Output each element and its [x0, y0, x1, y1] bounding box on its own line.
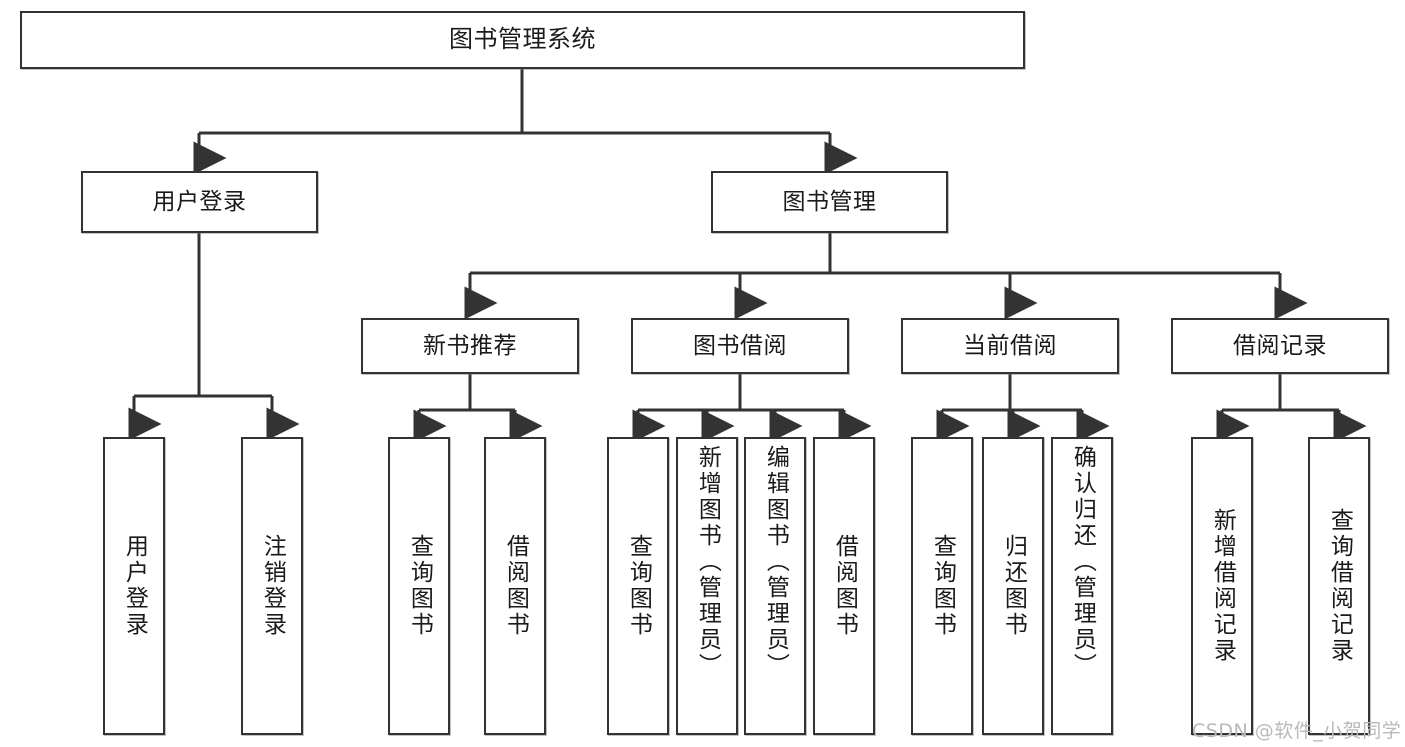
- leaf-query-book-newbook[interactable]: 查询图书: [388, 437, 450, 735]
- node-label: 新增借阅记录: [1209, 508, 1236, 664]
- node-label: 新增图书（管理员）: [694, 445, 721, 679]
- node-label: 查询借阅记录: [1326, 508, 1353, 664]
- node-label: 图书借阅: [693, 332, 787, 359]
- node-label: 确认归还（管理员）: [1069, 445, 1096, 679]
- node-root-system[interactable]: 图书管理系统: [20, 11, 1025, 69]
- leaf-user-login[interactable]: 用户登录: [103, 437, 165, 735]
- node-label: 查询图书: [625, 534, 652, 638]
- node-book-borrow[interactable]: 图书借阅: [631, 318, 849, 374]
- node-label: 查询图书: [406, 534, 433, 638]
- leaf-add-borrow-record[interactable]: 新增借阅记录: [1191, 437, 1253, 735]
- node-label: 归还图书: [1000, 534, 1027, 638]
- csdn-watermark: CSDN @软件_小贺同学: [1192, 720, 1402, 742]
- node-label: 借阅图书: [831, 534, 858, 638]
- node-book-management[interactable]: 图书管理: [711, 171, 948, 233]
- leaf-query-book-current[interactable]: 查询图书: [911, 437, 973, 735]
- node-label: 借阅记录: [1233, 332, 1327, 359]
- node-label: 注销登录: [259, 534, 286, 638]
- node-new-book-recommend[interactable]: 新书推荐: [361, 318, 579, 374]
- node-label: 当前借阅: [963, 332, 1057, 359]
- leaf-borrow-book-newbook[interactable]: 借阅图书: [484, 437, 546, 735]
- leaf-confirm-return-admin[interactable]: 确认归还（管理员）: [1051, 437, 1113, 735]
- leaf-query-borrow-record[interactable]: 查询借阅记录: [1308, 437, 1370, 735]
- leaf-borrow-book[interactable]: 借阅图书: [813, 437, 875, 735]
- leaf-return-book[interactable]: 归还图书: [982, 437, 1044, 735]
- leaf-query-book-borrow[interactable]: 查询图书: [607, 437, 669, 735]
- node-label: 借阅图书: [502, 534, 529, 638]
- node-label: 新书推荐: [423, 332, 517, 359]
- leaf-edit-book-admin[interactable]: 编辑图书（管理员）: [744, 437, 806, 735]
- node-borrow-record[interactable]: 借阅记录: [1171, 318, 1389, 374]
- leaf-logout-login[interactable]: 注销登录: [241, 437, 303, 735]
- node-user-login[interactable]: 用户登录: [81, 171, 318, 233]
- node-label: 查询图书: [929, 534, 956, 638]
- leaf-add-book-admin[interactable]: 新增图书（管理员）: [676, 437, 738, 735]
- node-current-borrow[interactable]: 当前借阅: [901, 318, 1119, 374]
- node-label: 编辑图书（管理员）: [762, 445, 789, 679]
- node-label: 用户登录: [121, 534, 148, 638]
- node-label: 图书管理: [782, 188, 877, 215]
- node-label: 图书管理系统: [449, 25, 596, 54]
- node-label: 用户登录: [152, 188, 247, 215]
